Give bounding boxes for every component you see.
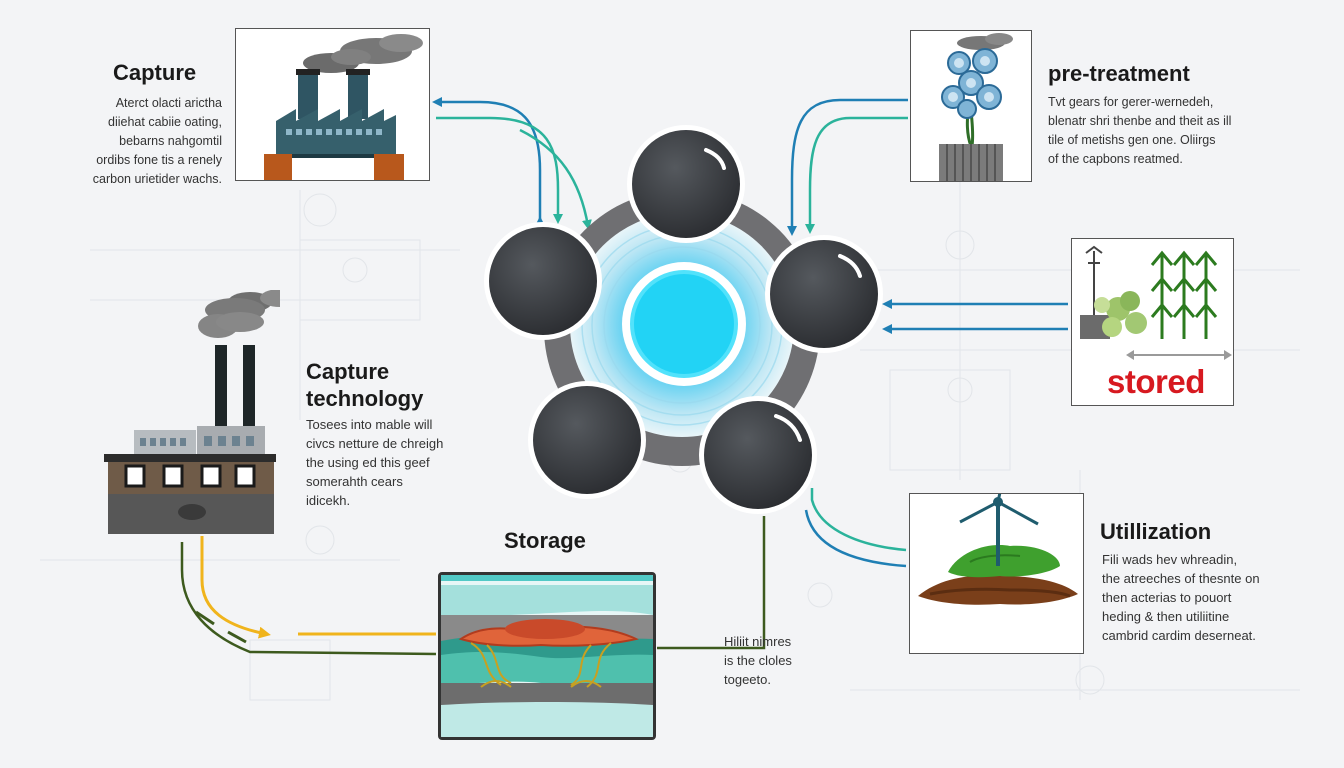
storage-illustration: [441, 575, 653, 737]
sphere-bottom-right: [699, 396, 817, 514]
capture-title: Capture: [113, 60, 197, 85]
capture-line: carbon urietider wachs.: [92, 172, 222, 186]
arrow-utilization-teal: [810, 488, 907, 552]
capture-technology-line: Tosees into mable will: [306, 417, 433, 432]
utilization-line: Fili wads hev whreadin,: [1102, 552, 1238, 567]
stored-card: [1071, 238, 1234, 406]
utilization-line: then acterias to pouort: [1102, 590, 1232, 605]
utilization-illustration: [918, 494, 1078, 605]
sphere-top: [627, 125, 745, 243]
arrow-capture-to-sphere: [519, 128, 592, 230]
line-factory-to-storage-dashes: [195, 610, 247, 644]
pretreatment-illustration: [939, 33, 1013, 181]
capture-technology-line: somerahth cears: [306, 474, 403, 489]
capture-technology-description: Tosees into mable will civcs netture de …: [306, 415, 443, 510]
capture-technology-line: the using ed this geef: [306, 455, 430, 470]
pretreatment-line: tile of metishs gen one. Oliirgs: [1048, 133, 1216, 147]
storage-note-line: is the cloles: [724, 653, 792, 668]
capture-technology-factory: [104, 290, 280, 534]
pretreatment-description: Tvt gears for gerer-wernedeh, blenatr sh…: [1048, 93, 1231, 169]
utilization-line: cambrid cardim deserneat.: [1102, 628, 1256, 643]
line-factory-to-storage-green: [180, 542, 437, 656]
storage-note-line: togeeto.: [724, 672, 771, 687]
utilization-title: Utillization: [1100, 519, 1212, 544]
capture-line: bebarns nahgomtil: [119, 134, 222, 148]
capture-line: diiehat cabiie oating,: [108, 115, 222, 129]
pretreatment-line: blenatr shri thenbe and theit as ill: [1048, 114, 1232, 128]
arrow-factory-yellow: [200, 536, 271, 639]
capture-factory-card: [235, 28, 430, 181]
capture-line: ordibs fone tis a renely: [96, 153, 222, 167]
capture-technology-line: idicekh.: [306, 493, 351, 508]
sphere-right: [765, 235, 883, 353]
storage-title: Storage: [504, 528, 586, 553]
capture-line: Aterct olacti arictha: [115, 96, 222, 110]
factory-illustration: [264, 34, 423, 180]
pretreatment-title: pre-treatment: [1048, 61, 1190, 86]
hub-core: [632, 272, 736, 376]
capture-technology-title-line: Capture: [306, 359, 390, 384]
capture-technology-line: civcs netture de chreigh: [306, 436, 444, 451]
sphere-bottom-left: [528, 381, 646, 499]
pretreatment-line: of the capbons reatmed.: [1048, 152, 1183, 166]
arrow-pretreatment-teal: [805, 116, 908, 234]
arrow-utilization-blue: [804, 509, 907, 568]
line-storage-to-hub: [657, 516, 766, 650]
capture-technology-title-line: technology: [306, 386, 424, 411]
utilization-line: heding & then utiliitine: [1102, 609, 1230, 624]
stored-label: stored: [1107, 363, 1205, 400]
pretreatment-card: [910, 30, 1032, 182]
stored-illustration: [1080, 245, 1232, 360]
utilization-line: the atreeches of thesnte on: [1102, 571, 1260, 586]
capture-description: Aterct olacti arictha diiehat cabiie oat…: [62, 94, 222, 189]
capture-technology-title: Capture technology: [306, 358, 423, 412]
utilization-card: [909, 493, 1084, 654]
utilization-description: Fili wads hev whreadin, the atreeches of…: [1102, 550, 1260, 645]
arrow-capture-to-hub-teal: [436, 116, 563, 224]
arrow-capture-to-hub-blue: [432, 97, 545, 226]
arrow-pretreatment-blue: [787, 98, 908, 236]
storage-note: Hiliit nimres is the cloles togeeto.: [724, 632, 792, 689]
storage-note-line: Hiliit nimres: [724, 634, 792, 649]
pretreatment-line: Tvt gears for gerer-wernedeh,: [1048, 95, 1214, 109]
storage-card: [438, 572, 656, 740]
sphere-left: [484, 222, 602, 340]
